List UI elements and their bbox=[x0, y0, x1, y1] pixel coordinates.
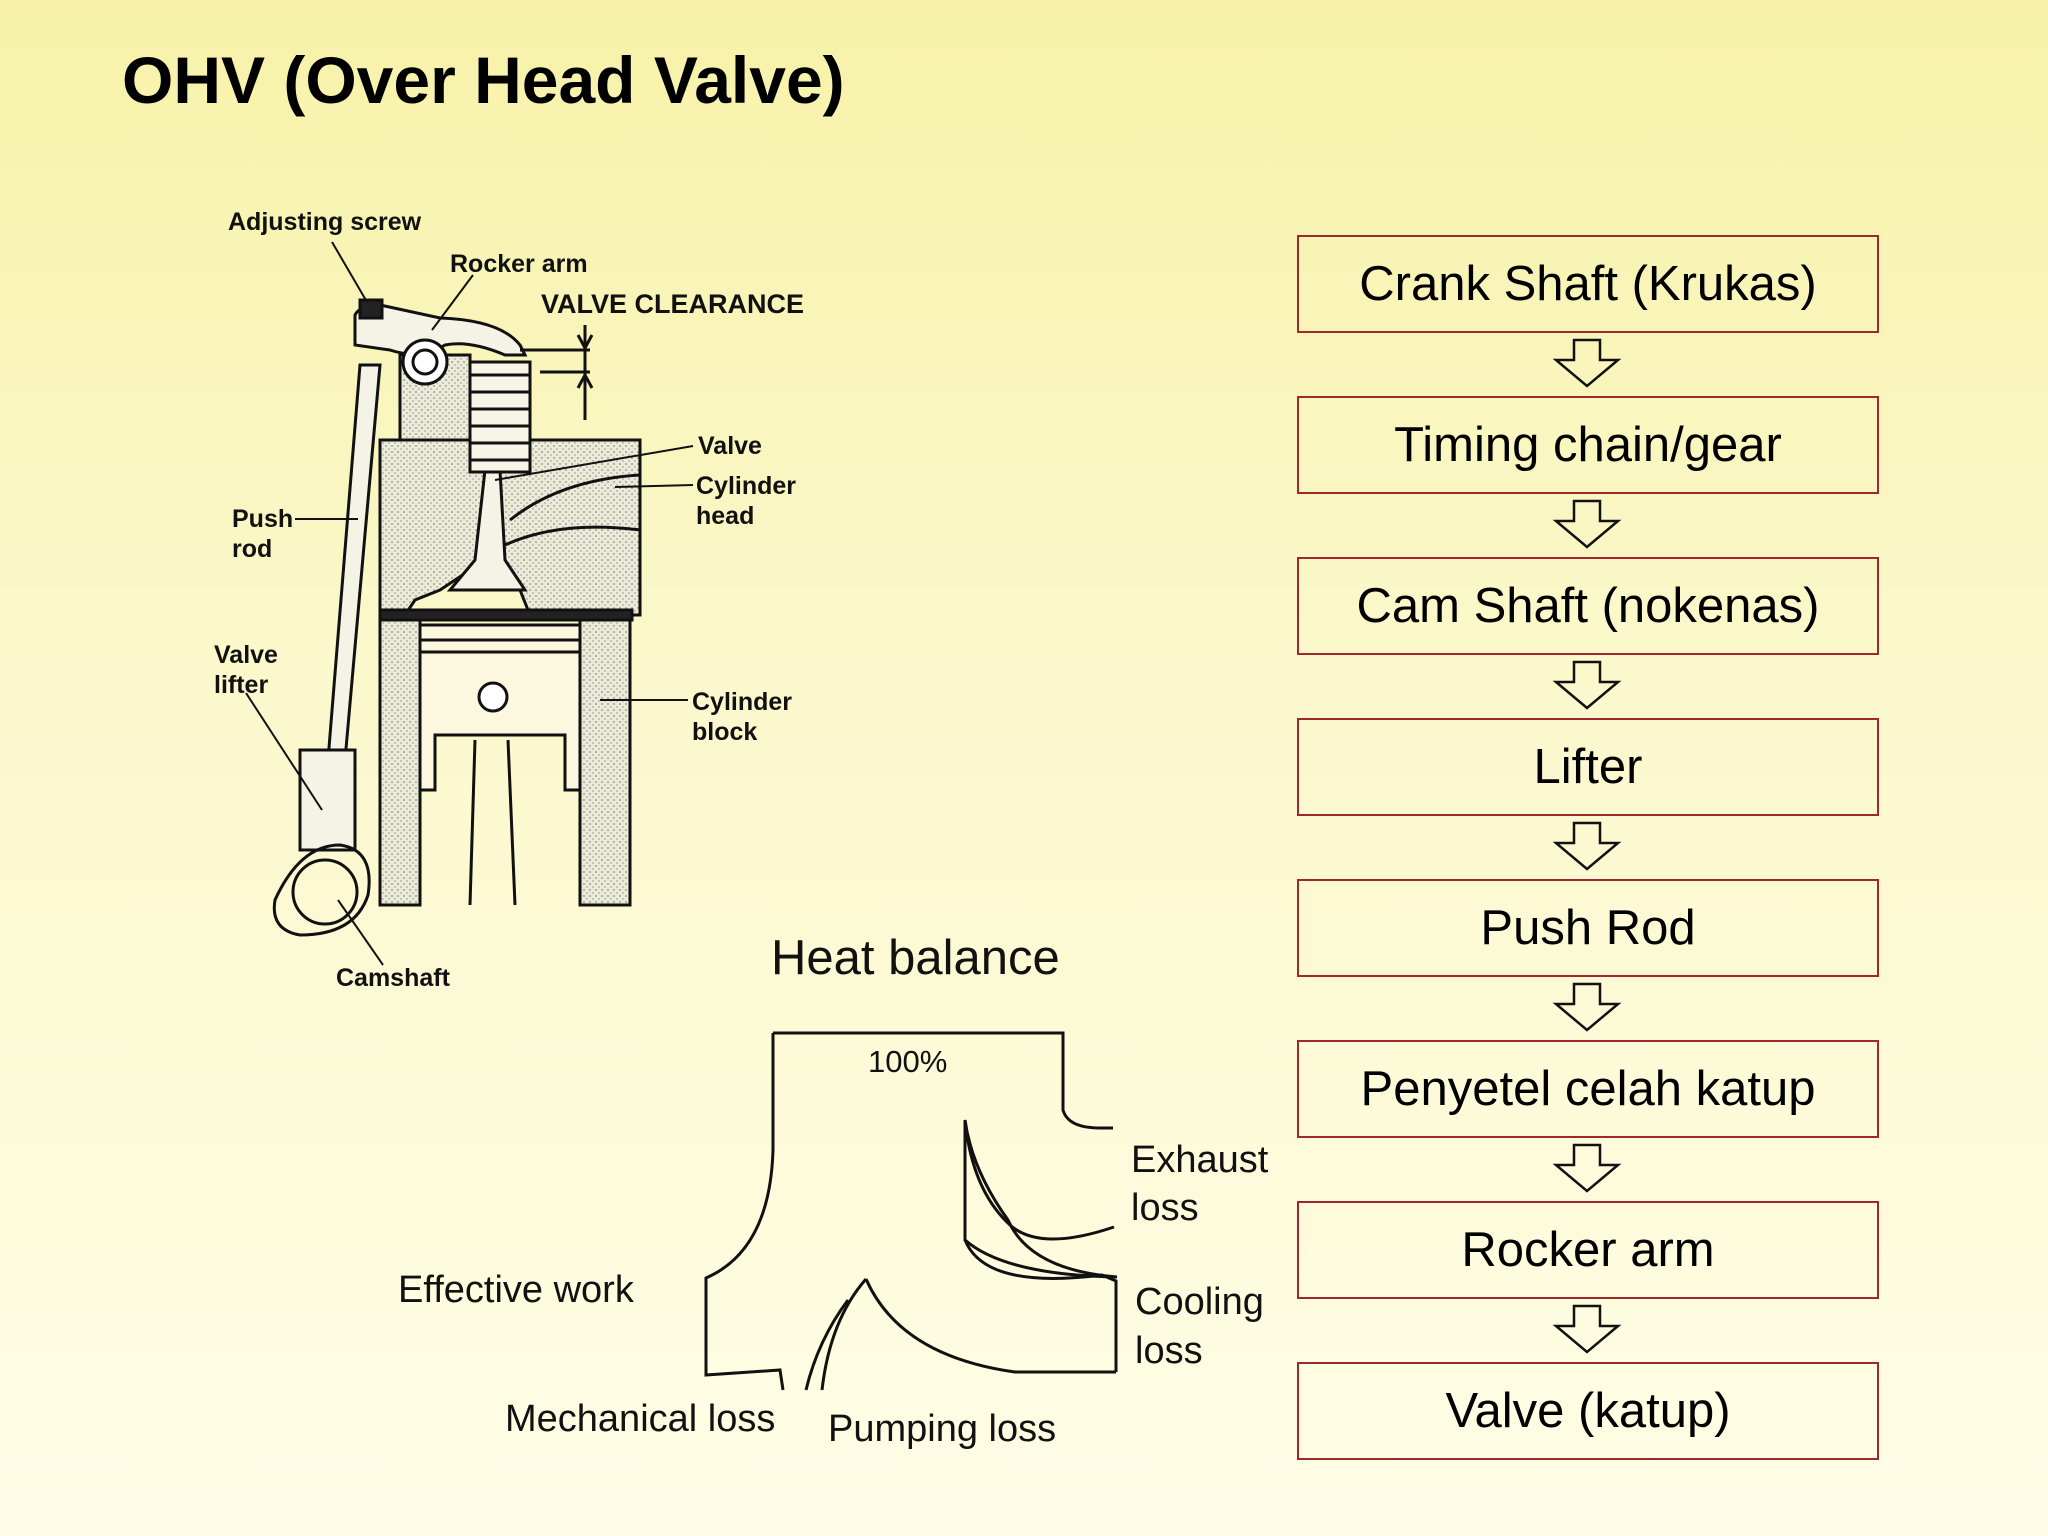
page-title: OHV (Over Head Valve) bbox=[122, 43, 845, 117]
heat-balance-title: Heat balance bbox=[771, 931, 1060, 985]
heat-balance-pumping-loss: Pumping loss bbox=[828, 1408, 1056, 1450]
down-arrow-icon bbox=[1552, 821, 1622, 871]
label-cylinder-block-line2: block bbox=[692, 718, 757, 746]
camshaft-circle bbox=[291, 858, 359, 926]
piston-pin bbox=[477, 681, 509, 713]
valve-spring bbox=[468, 360, 532, 474]
connecting-rod-left bbox=[468, 739, 477, 906]
head-gasket bbox=[378, 608, 634, 622]
label-camshaft: Camshaft bbox=[336, 964, 451, 992]
label-valve-lifter-line1: Valve bbox=[214, 641, 278, 669]
label-push-rod-line1: Push bbox=[232, 505, 293, 533]
heat-balance-exhaust-line2: loss bbox=[1131, 1187, 1199, 1229]
valve-lifter bbox=[298, 748, 357, 852]
flow-step-push-rod: Push Rod bbox=[1297, 879, 1879, 977]
heat-balance-mechanical-loss: Mechanical loss bbox=[505, 1398, 775, 1440]
label-cylinder-head-line2: head bbox=[696, 502, 754, 530]
heat-balance-cooling-line1: Cooling bbox=[1135, 1281, 1264, 1323]
label-rocker-arm: Rocker arm bbox=[450, 250, 588, 278]
down-arrow-icon bbox=[1552, 660, 1622, 710]
push-rod bbox=[326, 363, 382, 762]
cylinder-block-right bbox=[578, 613, 632, 907]
ohv-engine-illustration bbox=[272, 298, 642, 937]
heat-balance-effective-work: Effective work bbox=[398, 1269, 635, 1311]
label-valve-lifter-line2: lifter bbox=[214, 671, 268, 699]
cylinder-block-left bbox=[378, 613, 422, 907]
down-arrow-icon bbox=[1552, 1304, 1622, 1354]
flow-step-lifter: Lifter bbox=[1297, 718, 1879, 816]
camshaft-lobe bbox=[272, 843, 371, 937]
label-cylinder-block-line1: Cylinder bbox=[692, 688, 792, 716]
flow-step-valve-clearance-adjuster: Penyetel celah katup bbox=[1297, 1040, 1879, 1138]
label-push-rod-line2: rod bbox=[232, 535, 272, 563]
adjusting-screw bbox=[358, 298, 384, 320]
label-valve-clearance: VALVE CLEARANCE bbox=[541, 289, 804, 319]
flow-step-cam-shaft: Cam Shaft (nokenas) bbox=[1297, 557, 1879, 655]
connecting-rod-right bbox=[506, 739, 517, 906]
flow-step-rocker-arm: Rocker arm bbox=[1297, 1201, 1879, 1299]
label-valve: Valve bbox=[698, 432, 762, 460]
heat-balance-sankey bbox=[704, 1031, 1118, 1391]
label-adjusting-screw: Adjusting screw bbox=[228, 208, 422, 236]
down-arrow-icon bbox=[1552, 338, 1622, 388]
label-cylinder-head-line1: Cylinder bbox=[696, 472, 796, 500]
heat-balance-cooling-line2: loss bbox=[1135, 1330, 1203, 1372]
heat-balance-total: 100% bbox=[868, 1044, 947, 1079]
flow-step-valve: Valve (katup) bbox=[1297, 1362, 1879, 1460]
clearance-arrow-down bbox=[576, 325, 594, 352]
rocker-pivot bbox=[401, 338, 449, 386]
flow-step-crank-shaft: Crank Shaft (Krukas) bbox=[1297, 235, 1879, 333]
valve-port bbox=[504, 473, 641, 547]
engine-leader-lines bbox=[245, 241, 694, 966]
down-arrow-icon bbox=[1552, 499, 1622, 549]
down-arrow-icon bbox=[1552, 1143, 1622, 1193]
flow-step-timing-chain: Timing chain/gear bbox=[1297, 396, 1879, 494]
heat-balance-exhaust-line1: Exhaust bbox=[1131, 1139, 1269, 1181]
down-arrow-icon bbox=[1552, 982, 1622, 1032]
